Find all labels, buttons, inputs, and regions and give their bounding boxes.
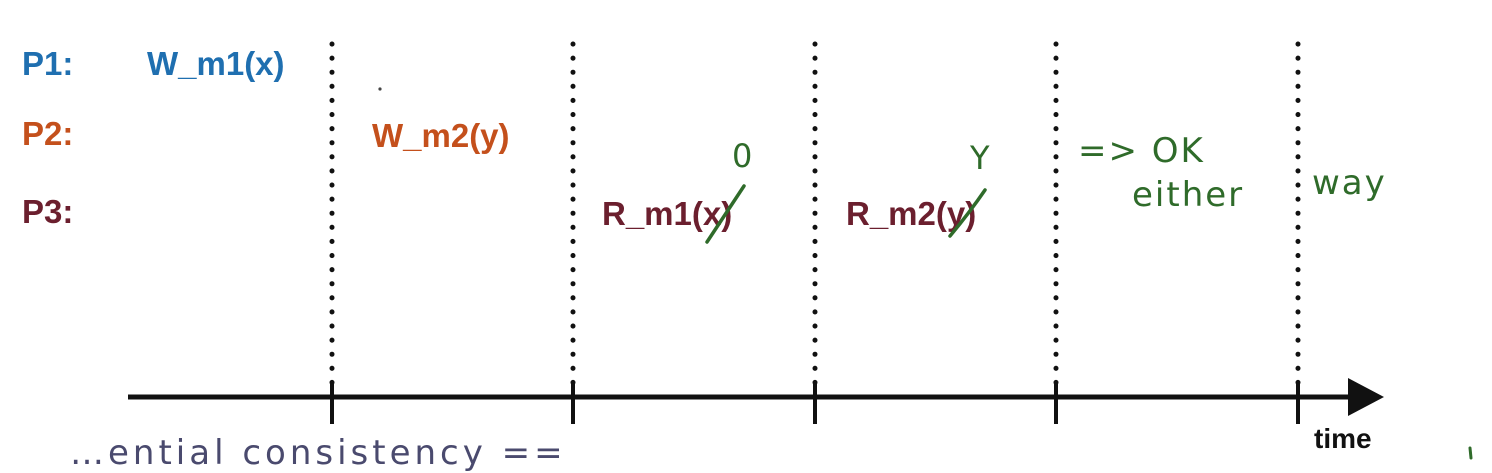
strike-read1-x [705, 184, 746, 244]
read2-value-annotation: Y [970, 139, 992, 177]
time-axis-label: time [1314, 423, 1372, 454]
time-axis-arrowhead [1348, 378, 1384, 416]
operation-p1-write: W_m1(x) [147, 45, 285, 82]
process-label-p2: P2: [22, 115, 74, 152]
operation-p2-write: W_m2(y) [372, 117, 510, 154]
operation-p3-read1: R_m1(x) [602, 195, 733, 232]
strike-read2-y [948, 188, 987, 238]
read1-value-annotation: 0 [732, 137, 755, 175]
way-annotation: way [1312, 163, 1387, 203]
process-label-p3: P3: [22, 193, 74, 230]
operation-p3-read2: R_m2(y) [846, 195, 977, 232]
diagram-canvas [128, 41, 1473, 460]
stray-mark-right [1468, 446, 1473, 460]
process-label-p1: P1: [22, 45, 74, 82]
either-annotation: either [1132, 175, 1245, 215]
stray-dot [378, 87, 382, 91]
timeline-diagram: P1: P2: P3: W_m1(x) W_m2(y) R_m1(x) R_m2… [22, 41, 1473, 470]
ok-annotation: => OK [1078, 131, 1205, 171]
